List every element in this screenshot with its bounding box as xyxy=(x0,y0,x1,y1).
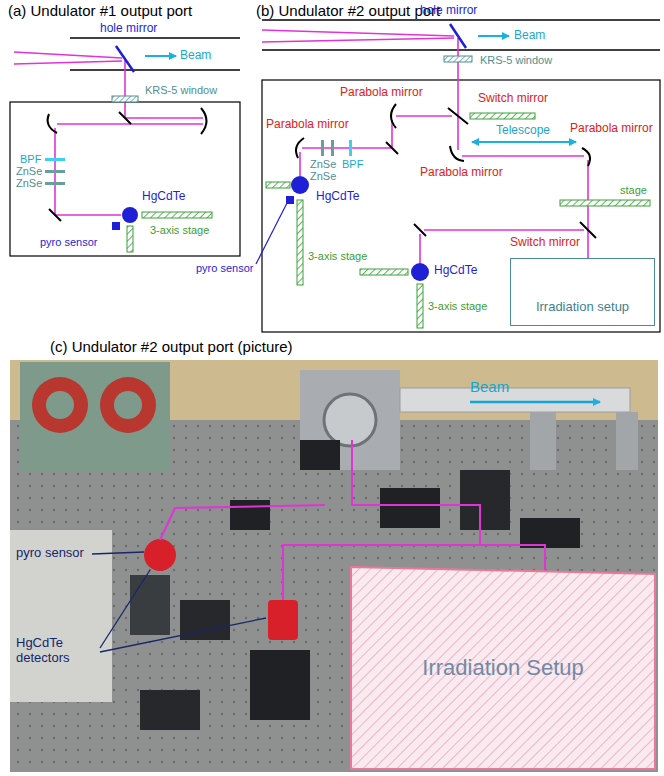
mirror-label: Parabola mirror xyxy=(420,166,503,180)
panel-title: (b) Undulator #2 output port xyxy=(256,2,440,19)
mirror-label: Parabola mirror xyxy=(340,86,423,100)
filter-label: ZnSe xyxy=(16,165,42,178)
sensor-label: pyro sensor xyxy=(40,236,97,249)
detector-label: HgCdTe xyxy=(434,264,477,278)
filter-label: BPF xyxy=(20,153,41,166)
mirror-label: Switch mirror xyxy=(478,92,548,106)
stage-label: 3-axis stage xyxy=(150,224,209,237)
filter-label: ZnSe xyxy=(310,158,336,171)
setup-region: Irradiation Setup xyxy=(350,566,656,770)
detector-label: HgCdTe xyxy=(316,190,359,204)
panel-title: (c) Undulator #2 output port (picture) xyxy=(50,338,293,355)
setup-box: Irradiation setup xyxy=(510,258,655,326)
part-label: hole mirror xyxy=(100,22,157,36)
stage-label: stage xyxy=(620,184,647,197)
stage-label: 3-axis stage xyxy=(428,300,487,313)
beam-label: Beam xyxy=(180,49,211,63)
detector-label: HgCdTe xyxy=(142,190,185,204)
node-text: Irradiation Setup xyxy=(422,655,583,680)
part-label: KRS-5 window xyxy=(480,54,552,67)
panel-a-drawing xyxy=(10,38,240,256)
panel-title: (a) Undulator #1 output port xyxy=(8,2,192,19)
sensor-label: pyro sensor xyxy=(196,262,253,275)
beam-label: Beam xyxy=(470,378,509,395)
filter-label: ZnSe xyxy=(16,177,42,190)
mirror-label: Parabola mirror xyxy=(266,118,349,132)
part-label: hole mirror xyxy=(420,4,477,18)
node-text: Irradiation setup xyxy=(536,300,629,315)
sensor-label: pyro sensor xyxy=(16,546,84,561)
detector-label: HgCdTe detectors xyxy=(16,636,98,666)
filter-label: BPF xyxy=(342,158,363,171)
beam-label: Beam xyxy=(514,29,545,43)
mirror-label: Parabola mirror xyxy=(570,122,653,136)
part-label: KRS-5 window xyxy=(145,84,217,97)
filter-label: ZnSe xyxy=(310,170,336,183)
photo-impression xyxy=(10,360,658,772)
stage-label: 3-axis stage xyxy=(308,250,367,263)
mirror-label: Switch mirror xyxy=(510,236,580,250)
telescope-label: Telescope xyxy=(496,124,550,138)
panel-b-drawing xyxy=(256,20,660,332)
